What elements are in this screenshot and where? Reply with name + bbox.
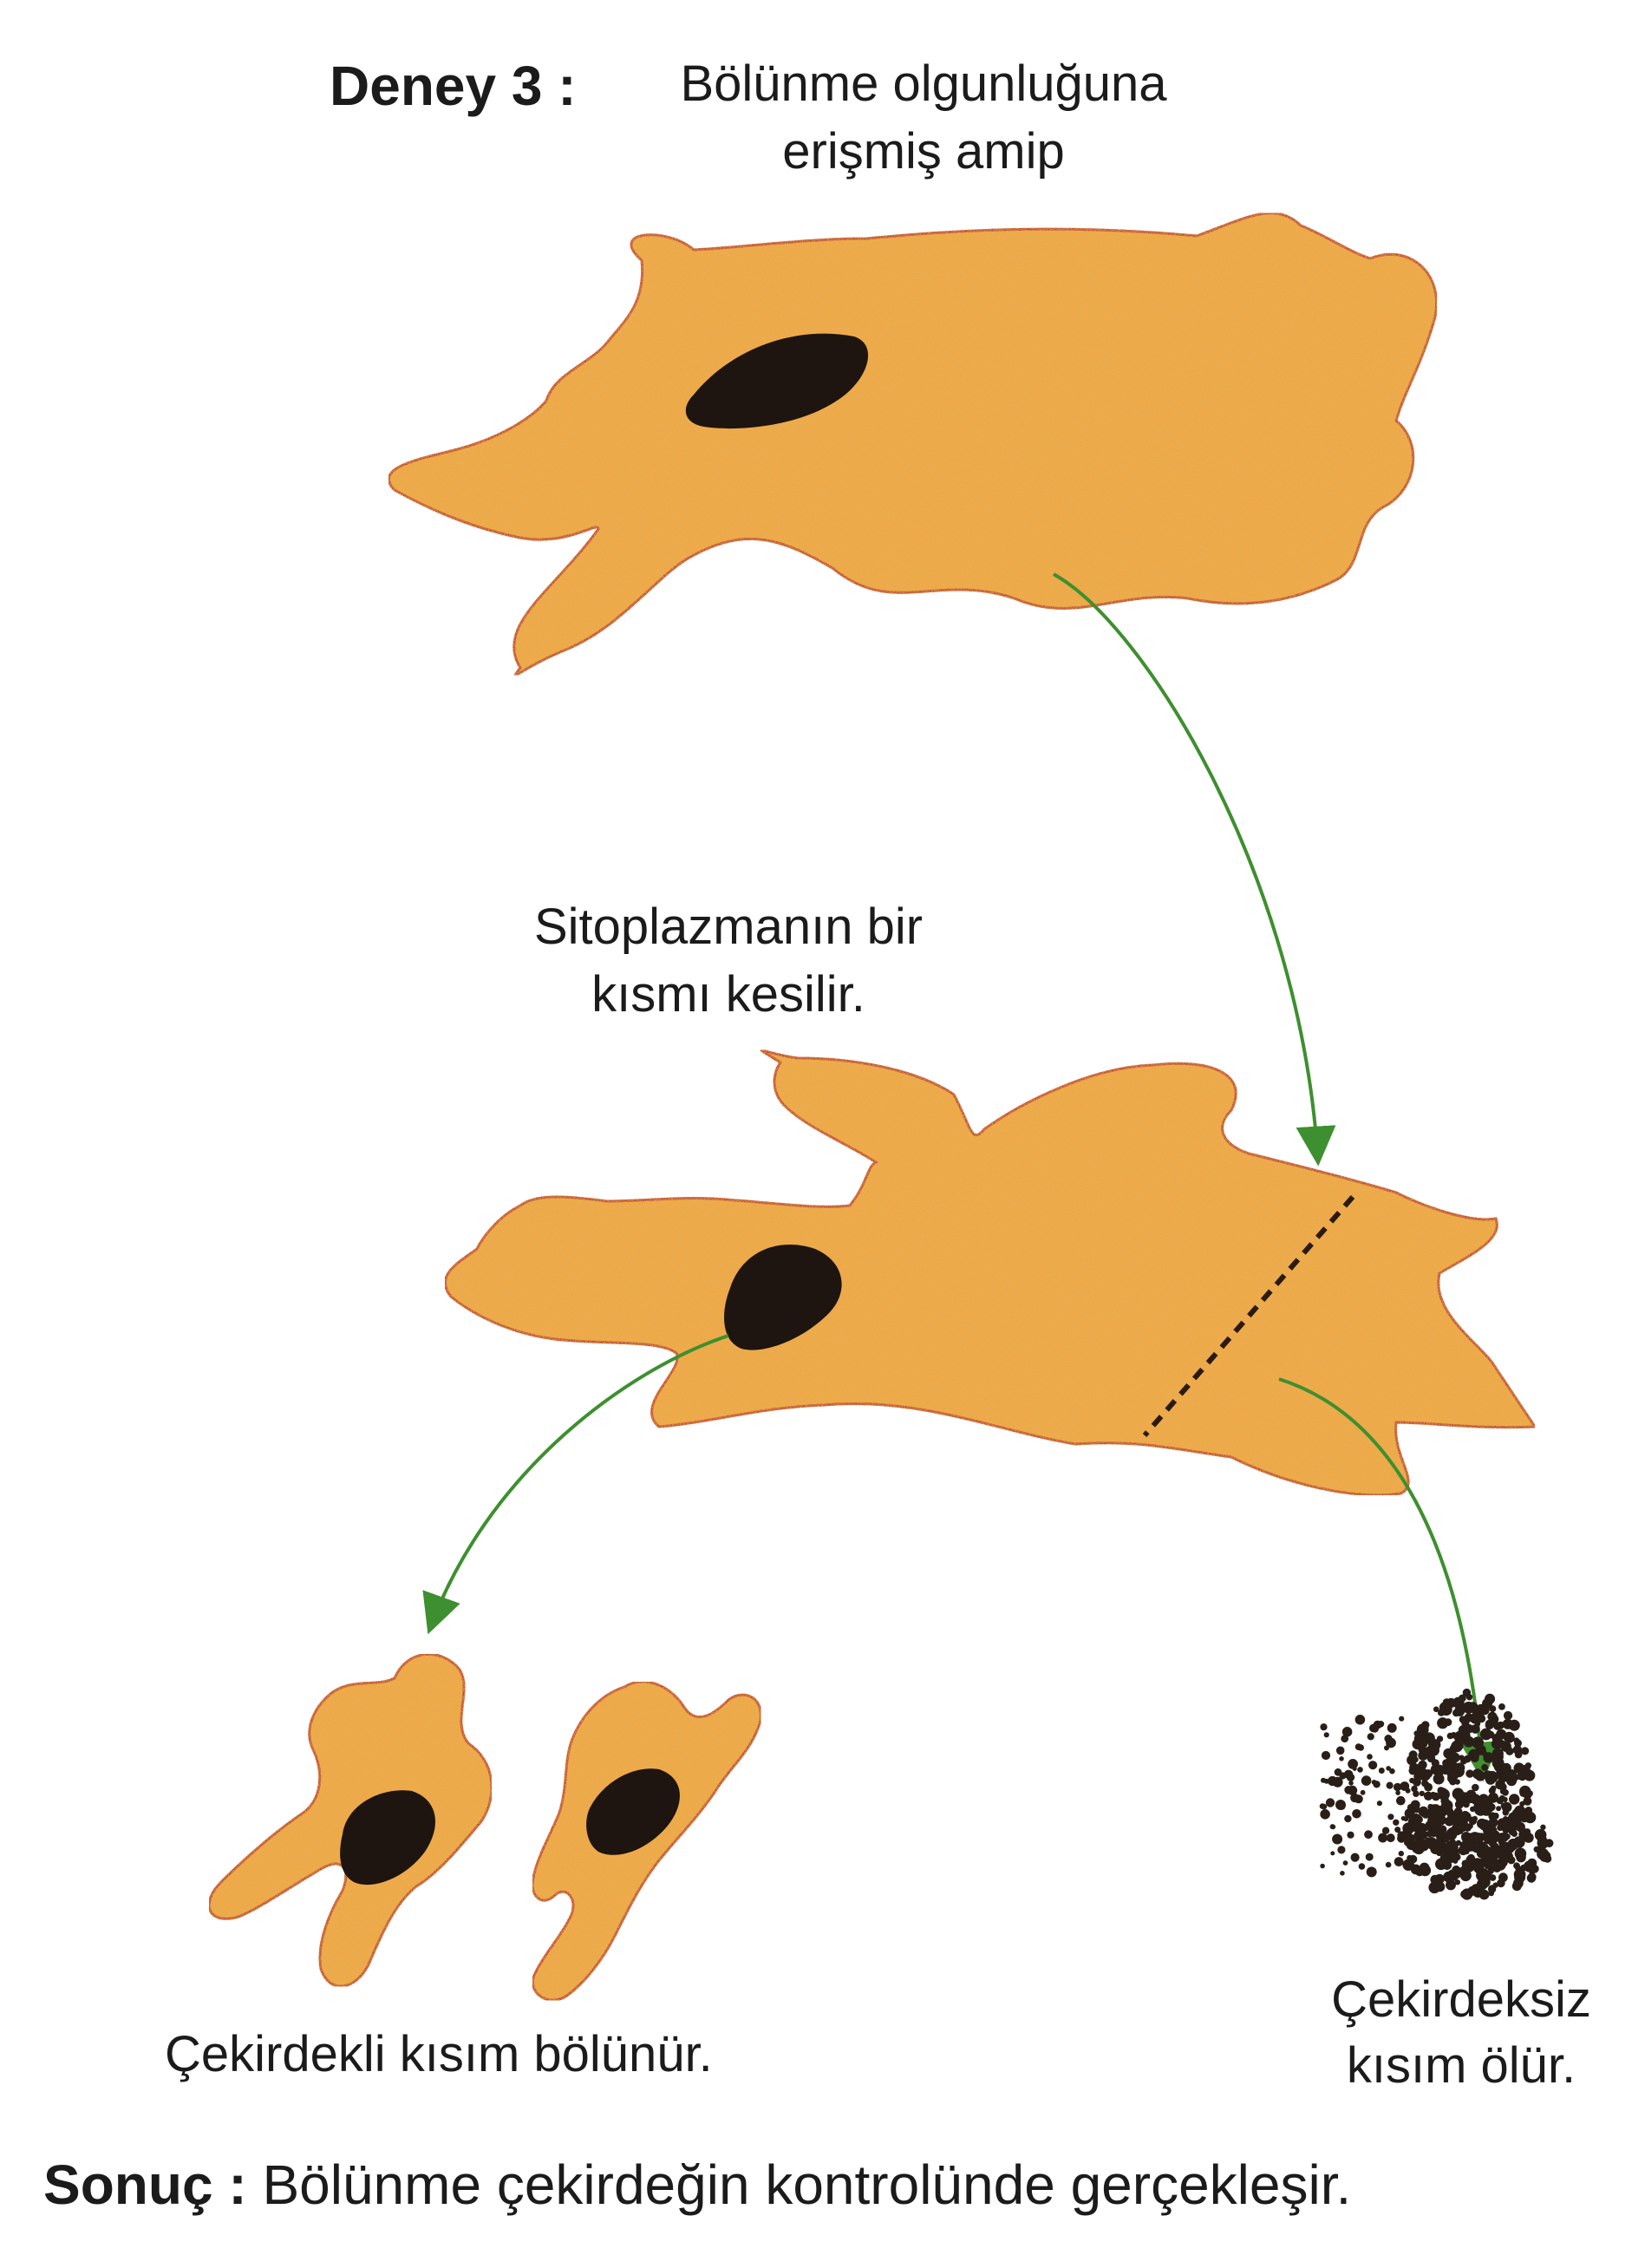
- step-description: Sitoplazmanın bir kısmı kesilir.: [533, 899, 924, 1023]
- mature-amoeba: [387, 212, 1438, 676]
- cut-amoeba: [444, 1049, 1537, 1497]
- dead-anucleate-part: [1319, 1688, 1554, 1900]
- conclusion-text: Bölünme çekirdeğin kontrolünde gerçekleş…: [262, 2154, 1352, 2216]
- daughter-amoeba-2-nucleus: [586, 1768, 680, 1855]
- cut-line: [1142, 1195, 1355, 1437]
- conclusion: Sonuç : Bölünme çekirdeğin kontrolünde g…: [43, 2153, 1351, 2217]
- cut-amoeba-nucleus: [724, 1245, 842, 1350]
- daughter-amoeba-1-nucleus: [340, 1790, 435, 1886]
- arrow-to-nucleated-part: [422, 1334, 729, 1635]
- arrow-to-anucleate-part: [1278, 1377, 1500, 1782]
- conclusion-label: Sonuç :: [43, 2154, 247, 2216]
- experiment-description: Bölünme olgunluğuna erişmiş amip: [680, 56, 1167, 180]
- nucleated-result-label: Çekirdekli kısım bölünür.: [165, 2026, 713, 2082]
- anucleate-result-label: Çekirdeksiz kısım ölür.: [1331, 1971, 1591, 2094]
- mature-amoeba-nucleus: [685, 333, 869, 429]
- experiment-label: Deney 3 :: [330, 55, 577, 117]
- arrow-to-cut-amoeba: [1053, 572, 1336, 1167]
